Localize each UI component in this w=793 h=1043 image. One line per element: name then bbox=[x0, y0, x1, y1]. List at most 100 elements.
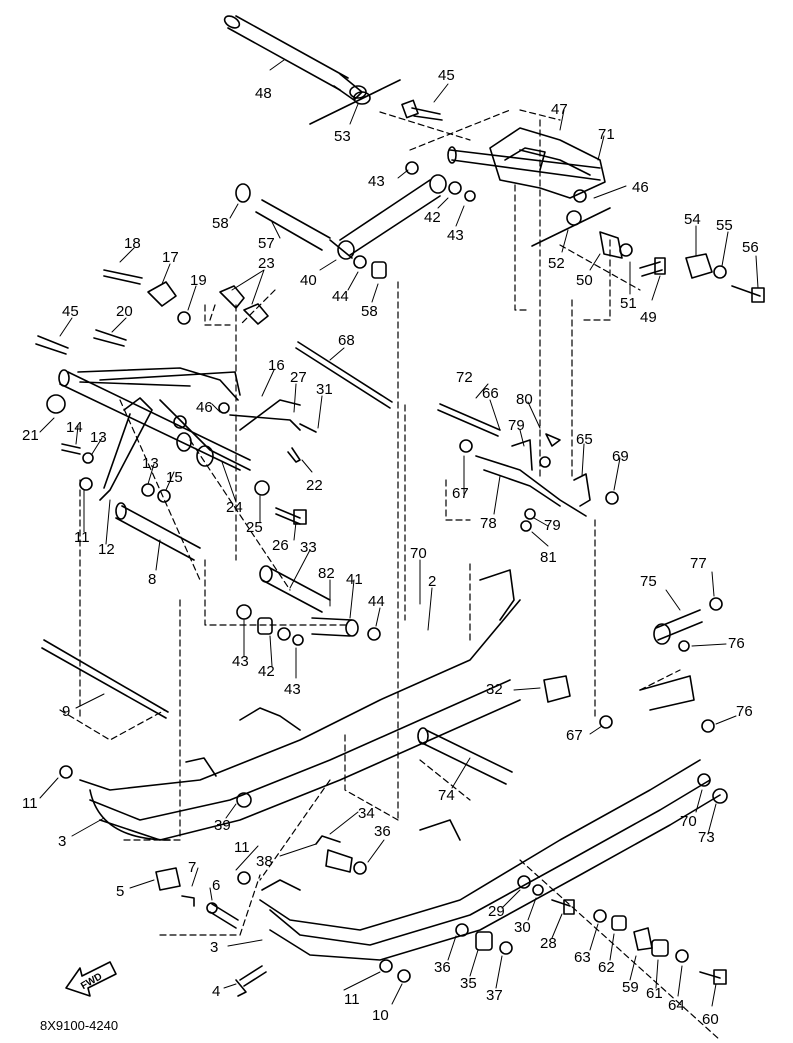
shaft-71 bbox=[447, 146, 601, 181]
callout-81: 81 bbox=[540, 549, 557, 566]
callout-34: 34 bbox=[358, 805, 375, 822]
callout-58: 58 bbox=[361, 303, 378, 320]
bushing-group-43-42-b bbox=[236, 604, 304, 646]
slide-rail-right bbox=[259, 675, 721, 961]
callout-19: 19 bbox=[190, 272, 207, 289]
callout-3: 3 bbox=[210, 939, 218, 956]
callout-36: 36 bbox=[434, 959, 451, 976]
callout-63: 63 bbox=[574, 949, 591, 966]
callout-45: 45 bbox=[438, 67, 455, 84]
callout-53: 53 bbox=[334, 128, 351, 145]
callout-25: 25 bbox=[246, 519, 263, 536]
callout-14: 14 bbox=[66, 419, 83, 436]
callout-23: 23 bbox=[258, 255, 275, 272]
lower-hardware bbox=[41, 597, 728, 997]
callout-55: 55 bbox=[716, 217, 733, 234]
callout-33: 33 bbox=[300, 539, 317, 556]
callout-13: 13 bbox=[142, 455, 159, 472]
callout-71: 71 bbox=[598, 126, 615, 143]
callout-13: 13 bbox=[90, 429, 107, 446]
callout-51: 51 bbox=[620, 295, 637, 312]
callout-2: 2 bbox=[428, 573, 436, 590]
slide-rail-left bbox=[79, 569, 521, 841]
callout-12: 12 bbox=[98, 541, 115, 558]
callout-labels: 48 53 45 47 71 43 42 43 46 58 57 40 44 5… bbox=[22, 67, 759, 1033]
callout-18: 18 bbox=[124, 235, 141, 252]
callout-56: 56 bbox=[742, 239, 759, 256]
callout-9: 9 bbox=[62, 703, 70, 720]
callout-80: 80 bbox=[516, 391, 533, 408]
hardware-65-81 bbox=[437, 403, 619, 532]
callout-77: 77 bbox=[690, 555, 707, 572]
callout-21: 21 bbox=[22, 427, 39, 444]
callout-11: 11 bbox=[234, 839, 250, 856]
callout-46: 46 bbox=[632, 179, 649, 196]
callout-45: 45 bbox=[62, 303, 79, 320]
callout-43: 43 bbox=[447, 227, 464, 244]
callout-29: 29 bbox=[488, 903, 505, 920]
callout-74: 74 bbox=[438, 787, 455, 804]
callout-70: 70 bbox=[680, 813, 697, 830]
callout-76: 76 bbox=[736, 703, 753, 720]
callout-28: 28 bbox=[540, 935, 557, 952]
callout-54: 54 bbox=[684, 211, 701, 228]
callout-3: 3 bbox=[58, 833, 66, 850]
callout-60: 60 bbox=[702, 1011, 719, 1028]
callout-37: 37 bbox=[486, 987, 503, 1004]
callout-58: 58 bbox=[212, 215, 229, 232]
callout-82: 82 bbox=[318, 565, 335, 582]
callout-10: 10 bbox=[372, 1007, 389, 1024]
callout-4: 4 bbox=[212, 983, 220, 1000]
callout-32: 32 bbox=[486, 681, 503, 698]
hardware-17-23 bbox=[35, 269, 269, 355]
leader-lines bbox=[39, 59, 759, 1007]
callout-5: 5 bbox=[116, 883, 124, 900]
shaft-8 bbox=[115, 502, 201, 561]
callout-50: 50 bbox=[576, 272, 593, 289]
callout-11: 11 bbox=[74, 529, 90, 546]
shaft-68 bbox=[295, 341, 393, 409]
callout-66: 66 bbox=[482, 385, 499, 402]
callout-22: 22 bbox=[306, 477, 323, 494]
callout-27: 27 bbox=[290, 369, 307, 386]
callout-31: 31 bbox=[316, 381, 333, 398]
callout-73: 73 bbox=[698, 829, 715, 846]
callout-52: 52 bbox=[548, 255, 565, 272]
callout-67: 67 bbox=[566, 727, 583, 744]
callout-42: 42 bbox=[258, 663, 275, 680]
callout-44: 44 bbox=[332, 288, 349, 305]
callout-17: 17 bbox=[162, 249, 179, 266]
callout-15: 15 bbox=[166, 469, 183, 486]
callout-44: 44 bbox=[368, 593, 385, 610]
callout-46: 46 bbox=[196, 399, 213, 416]
callout-72: 72 bbox=[456, 369, 473, 386]
callout-26: 26 bbox=[272, 537, 289, 554]
callout-42: 42 bbox=[424, 209, 441, 226]
bushing-group-43-42 bbox=[353, 161, 476, 279]
callout-65: 65 bbox=[576, 431, 593, 448]
bolt-45-top bbox=[401, 99, 443, 121]
shaft-48 bbox=[223, 15, 401, 125]
callout-76: 76 bbox=[728, 635, 745, 652]
callout-67: 67 bbox=[452, 485, 469, 502]
small-hardware-left bbox=[61, 443, 307, 525]
callout-7: 7 bbox=[188, 859, 196, 876]
callout-59: 59 bbox=[622, 979, 639, 996]
callout-16: 16 bbox=[268, 357, 285, 374]
callout-75: 75 bbox=[640, 573, 657, 590]
callout-43: 43 bbox=[232, 653, 249, 670]
callout-43: 43 bbox=[284, 681, 301, 698]
callout-8: 8 bbox=[148, 571, 156, 588]
callout-78: 78 bbox=[480, 515, 497, 532]
callout-30: 30 bbox=[514, 919, 531, 936]
callout-48: 48 bbox=[255, 85, 272, 102]
callout-79: 79 bbox=[508, 417, 525, 434]
figure-code: 8X9100-4240 bbox=[40, 1018, 118, 1033]
hardware-49-56 bbox=[531, 189, 765, 303]
callout-35: 35 bbox=[460, 975, 477, 992]
callout-40: 40 bbox=[300, 272, 317, 289]
spring-53 bbox=[349, 85, 371, 105]
callout-47: 47 bbox=[551, 101, 568, 118]
callout-49: 49 bbox=[640, 309, 657, 326]
